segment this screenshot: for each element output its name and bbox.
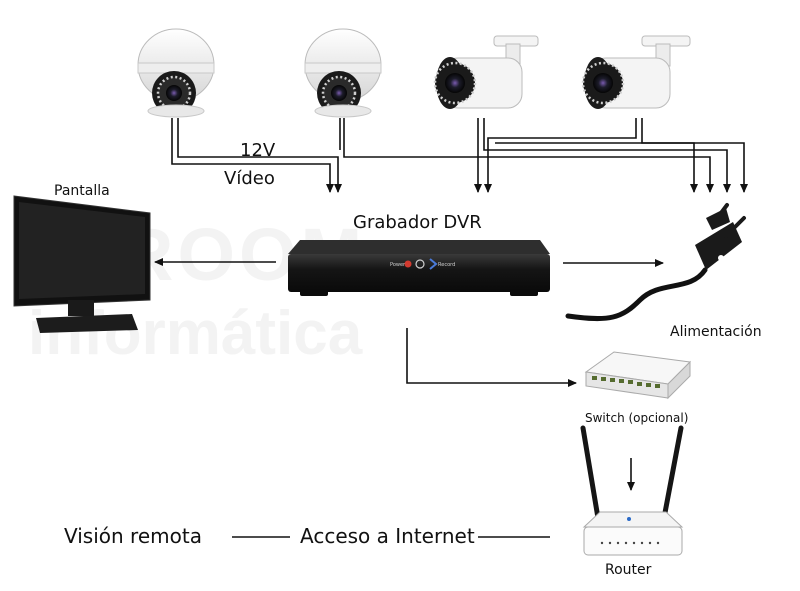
power-label: Alimentación [670,324,762,340]
camera-1-wires [171,118,342,193]
wifi-router-icon [580,425,684,556]
dome-camera-icon [137,28,215,118]
screen-label: Pantalla [54,183,110,199]
video-label: Vídeo [224,168,275,189]
switch-label: Switch (opcional) [585,411,689,425]
dvr-to-switch-arrow [406,328,577,387]
camera-2-wires [339,118,714,193]
remote-view-label: Visión remota [64,524,202,548]
router-label: Router [605,562,652,578]
power-plug-icon [565,203,746,322]
dome-camera-icon [304,28,382,118]
network-switch-icon [584,351,692,400]
dvr-record-label: Record [438,262,456,268]
dvr-recorder-icon [288,240,550,296]
internet-access-label: Acceso a Internet [300,524,475,548]
monitor-icon [13,195,151,333]
bullet-camera-icon [581,35,691,109]
bullet-camera-icon [433,35,539,109]
camera-4-wires [484,118,748,193]
camera-3-wires [474,118,731,193]
dvr-power-label: Power [390,262,406,268]
voltage-label: 12V [240,140,276,161]
dvr-label: Grabador DVR [353,212,482,233]
